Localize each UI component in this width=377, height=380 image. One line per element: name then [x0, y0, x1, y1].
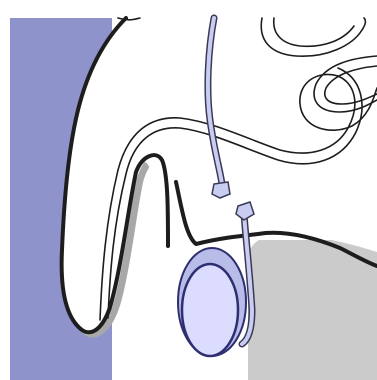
testis-group — [178, 248, 246, 356]
cord-cut-end — [212, 182, 230, 198]
testis — [182, 264, 238, 356]
